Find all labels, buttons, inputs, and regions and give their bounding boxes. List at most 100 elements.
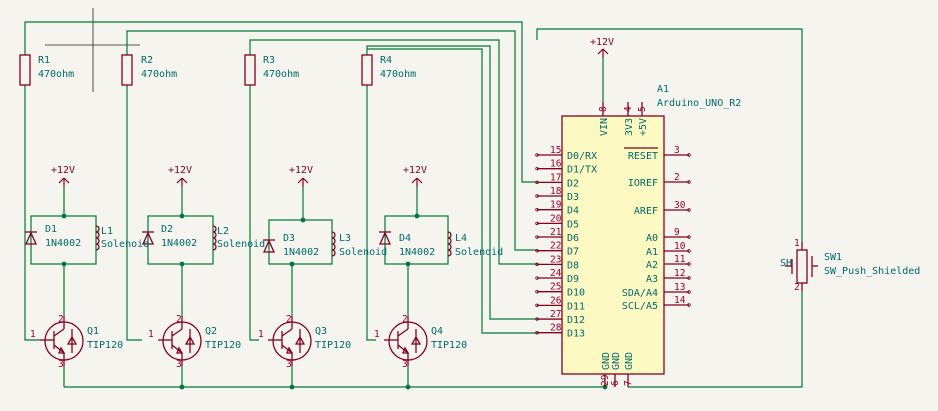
q2-value: TIP120	[205, 340, 241, 351]
arduino-left-pins: 15D0/RX16D1/TX17D218D319D420D521D622D723…	[535, 145, 597, 340]
pin-name: D13	[567, 329, 585, 340]
l3-value: Solenoid	[339, 247, 387, 258]
switch-sw1[interactable]: 1 2 SH SW1 SW_Push_Shielded	[780, 238, 920, 293]
pin-number: 19	[550, 200, 562, 211]
diode-d4[interactable]: D4 1N4002	[378, 231, 435, 258]
power-label: +12V	[168, 165, 192, 176]
transistor-pin-3: 3	[402, 359, 408, 370]
solenoid-l4[interactable]: L4 Solenoid	[447, 231, 503, 258]
power-12v-3[interactable]: +12V	[289, 165, 313, 187]
pin-number: 13	[674, 282, 685, 293]
r1-ref: R1	[38, 55, 50, 66]
transistor-pin-1: 1	[148, 329, 154, 340]
pin-name: D8	[567, 260, 579, 271]
resistor-r3[interactable]: R3 470ohm	[244, 54, 299, 86]
diode-d1[interactable]: D1 1N4002	[24, 224, 81, 249]
sw1-value: SW_Push_Shielded	[824, 266, 920, 277]
pin-number: 15	[550, 145, 561, 156]
diode-d2[interactable]: D2 1N4002	[141, 224, 197, 249]
transistor-pin-3: 3	[58, 359, 64, 370]
q1-ref: Q1	[87, 326, 99, 337]
pin-name: D6	[567, 233, 579, 244]
arduino-uno[interactable]: A1 Arduino_UNO_R2 15D0/RX16D1/TX17D218D3…	[535, 84, 742, 387]
sw1-ref: SW1	[824, 252, 842, 263]
pin-number: 17	[550, 172, 561, 183]
l1-value: Solenoid	[101, 239, 149, 250]
diode-d3[interactable]: D3 1N4002	[262, 233, 319, 258]
pin-number: 2	[674, 172, 680, 183]
pin-number: 7	[623, 380, 634, 386]
power-12v-vin[interactable]: +12V	[590, 37, 614, 58]
q1-value: TIP120	[87, 340, 123, 351]
q4-ref: Q4	[431, 326, 443, 337]
pin-name: D1/TX	[567, 165, 597, 176]
pin-number: 16	[550, 159, 562, 170]
pin-name: D5	[567, 219, 579, 230]
pin-number: 20	[550, 213, 562, 224]
pin-number: 5	[637, 106, 648, 112]
pin-number: 6	[610, 380, 621, 386]
solenoid-l3[interactable]: L3 Solenoid	[331, 231, 387, 258]
resistor-r4[interactable]: R4 470ohm	[361, 54, 416, 86]
l4-ref: L4	[455, 233, 467, 244]
r2-ref: R2	[141, 55, 153, 66]
resistor-r1[interactable]: R1 470ohm	[19, 54, 74, 86]
resistor-r2[interactable]: R2 470ohm	[121, 54, 177, 86]
arduino-ref: A1	[657, 84, 669, 95]
r3-value: 470ohm	[263, 69, 299, 80]
arduino-pin-5v[interactable]: 5 +5V	[637, 102, 649, 136]
transistor-pin-2: 2	[58, 314, 64, 325]
r4-value: 470ohm	[380, 69, 416, 80]
q4-value: TIP120	[431, 340, 467, 351]
pin-name: +5V	[638, 118, 649, 136]
q2-ref: Q2	[205, 326, 217, 337]
power-12v-4[interactable]: +12V	[403, 165, 427, 187]
pin-name: D11	[567, 301, 585, 312]
pin-number: 29	[600, 374, 611, 386]
power-12v-2[interactable]: +12V	[168, 165, 192, 187]
solenoid-l2[interactable]: L2 Solenoid	[212, 225, 265, 251]
solenoid-l1[interactable]: L1 Solenoid	[95, 225, 149, 251]
power-12v-1[interactable]: +12V	[51, 165, 75, 187]
l4-value: Solenoid	[455, 247, 503, 258]
arduino-pin-a0[interactable]: 9A0	[646, 227, 691, 244]
pin-name: D2	[567, 178, 579, 189]
pin-number: 4	[623, 106, 634, 112]
pin-name: D4	[567, 206, 579, 217]
d3-value: 1N4002	[283, 247, 319, 258]
pin-number: 26	[550, 295, 562, 306]
